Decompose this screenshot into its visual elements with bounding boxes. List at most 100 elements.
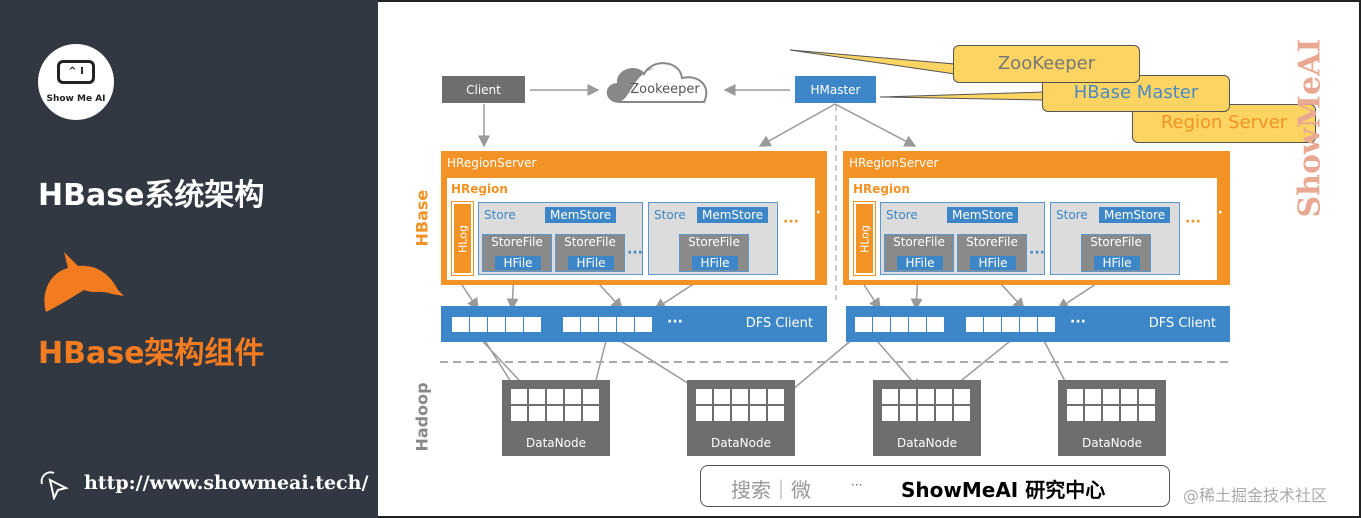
diagram-panel (378, 0, 1361, 518)
storage-block (873, 317, 890, 332)
storage-block (1139, 406, 1155, 421)
memstore: MemStore (947, 207, 1019, 223)
storage-block (581, 317, 598, 332)
datanode-label: DataNode (526, 436, 586, 450)
storage-block (954, 389, 970, 404)
storage-block (918, 389, 934, 404)
hregionserver-label: HRegionServer (447, 156, 537, 170)
storage-block (900, 389, 916, 404)
hmaster-box: HMaster (795, 76, 876, 103)
store-label: Store (886, 208, 918, 222)
storage-block (511, 389, 527, 404)
storage-block (565, 406, 581, 421)
hbase-layer-label: HBase (412, 189, 432, 247)
ellipsis: ··· (783, 214, 799, 230)
datanode: DataNode (502, 380, 610, 456)
ellipsis: ··· (1207, 205, 1223, 221)
storage-block (1139, 389, 1155, 404)
store-label: Store (484, 208, 516, 222)
storage-block (1085, 406, 1101, 421)
ellipsis: ··· (851, 478, 863, 492)
storage-block (1121, 389, 1137, 404)
storage-block (936, 389, 952, 404)
datanode-label: DataNode (897, 436, 957, 450)
storefile-label: StoreFile (491, 235, 543, 249)
dfs-client-label: DFS Client (1148, 316, 1216, 331)
storage-block (511, 406, 527, 421)
storage-block (732, 406, 748, 421)
storage-block (565, 389, 581, 404)
callout-hbase-master: HBase Master (1042, 75, 1230, 112)
storage-block (1103, 389, 1119, 404)
search-overlay-box: 搜索｜微 ··· ShowMeAI 研究中心 (700, 465, 1170, 507)
storage-block (547, 406, 563, 421)
website-link[interactable]: http://www.showmeai.tech/ (84, 472, 369, 494)
storage-block (882, 389, 898, 404)
datanode: DataNode (1058, 380, 1166, 456)
storage-block (768, 406, 784, 421)
storage-block (563, 317, 580, 332)
storage-block (1020, 317, 1037, 332)
storage-block (583, 406, 599, 421)
storefile-label: StoreFile (893, 235, 945, 249)
hlog-label: HLog (456, 224, 469, 253)
storage-block (855, 317, 872, 332)
hregionserver-label: HRegionServer (849, 156, 939, 170)
brand-text: ShowMeAI 研究中心 (901, 478, 1106, 502)
storage-block (768, 389, 784, 404)
ellipsis: ··· (1029, 245, 1045, 261)
storage-block (635, 317, 652, 332)
hregionserver-2: HRegionServer HRegion HLog Store MemStor… (843, 151, 1230, 285)
storage-block (1067, 406, 1083, 421)
cloud-icon (606, 62, 708, 103)
hadoop-layer-label: Hadoop (412, 382, 432, 452)
storage-block (547, 389, 563, 404)
storage-block (529, 389, 545, 404)
cursor-click-icon (40, 471, 69, 500)
storage-block (909, 317, 926, 332)
logo-text: Show Me AI (46, 94, 106, 104)
ellipsis: ··· (667, 314, 683, 330)
hfile: HFile (1094, 256, 1140, 270)
showmeai-logo: ^ I Show Me AI (38, 44, 114, 120)
storage-block (732, 389, 748, 404)
storage-block (1002, 317, 1019, 332)
storage-block (954, 406, 970, 421)
storage-block (452, 317, 469, 332)
storage-block (882, 406, 898, 421)
hlog-label: HLog (858, 224, 871, 253)
storage-block (529, 406, 545, 421)
storage-block (1121, 406, 1137, 421)
hfile: HFile (692, 256, 738, 270)
storefile-label: StoreFile (564, 235, 616, 249)
storage-block (470, 317, 487, 332)
storage-block (488, 317, 505, 332)
storage-block (927, 317, 944, 332)
sidebar: ^ I Show Me AI HBase系统架构 HBase架构组件 http:… (0, 0, 378, 518)
storage-block (918, 406, 934, 421)
hregion-label: HRegion (853, 182, 910, 196)
storage-block (750, 389, 766, 404)
hfile: HFile (970, 256, 1016, 270)
hfile: HFile (495, 256, 541, 270)
hregion-label: HRegion (451, 182, 508, 196)
dfs-client-1: ··· DFS Client (441, 306, 827, 342)
datanode-label: DataNode (711, 436, 771, 450)
hfile: HFile (568, 256, 614, 270)
ellipsis: ··· (627, 245, 643, 261)
ellipsis: ··· (1185, 214, 1201, 230)
storage-block (696, 406, 712, 421)
page-title: HBase系统架构 (38, 178, 265, 213)
storage-block (714, 406, 730, 421)
hlog: HLog (853, 201, 876, 276)
memstore: MemStore (1099, 207, 1171, 223)
storage-block (984, 317, 1001, 332)
